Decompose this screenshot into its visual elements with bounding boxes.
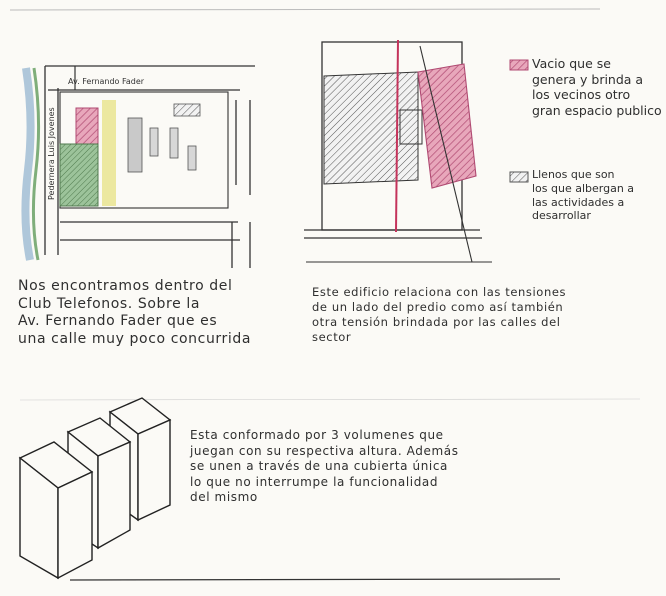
legend-void-text: Vacio que se genera y brinda a los vecin…	[532, 56, 662, 118]
street-label-top: Av. Fernando Fader	[68, 77, 145, 86]
hatch-grey-icon	[509, 171, 529, 183]
location-map: Av. Fernando Fader Pedernera Luis Jovene…	[21, 65, 255, 268]
building-tension-description: Este edificio relaciona con las tensione…	[312, 285, 567, 344]
location-description: Nos encontramos dentro del Club Telefono…	[18, 278, 252, 347]
tension-plan-diagram	[304, 39, 492, 263]
volumes-description: Esta conformado por 3 volumenes que jueg…	[190, 428, 459, 505]
street-label-left: Pedernera Luis Jovenes	[47, 107, 56, 200]
three-volumes-sketch	[18, 397, 172, 580]
hatch-pink-icon	[509, 59, 529, 71]
legend-filled-text: Llenos que son los que albergan a las ac…	[532, 168, 635, 223]
